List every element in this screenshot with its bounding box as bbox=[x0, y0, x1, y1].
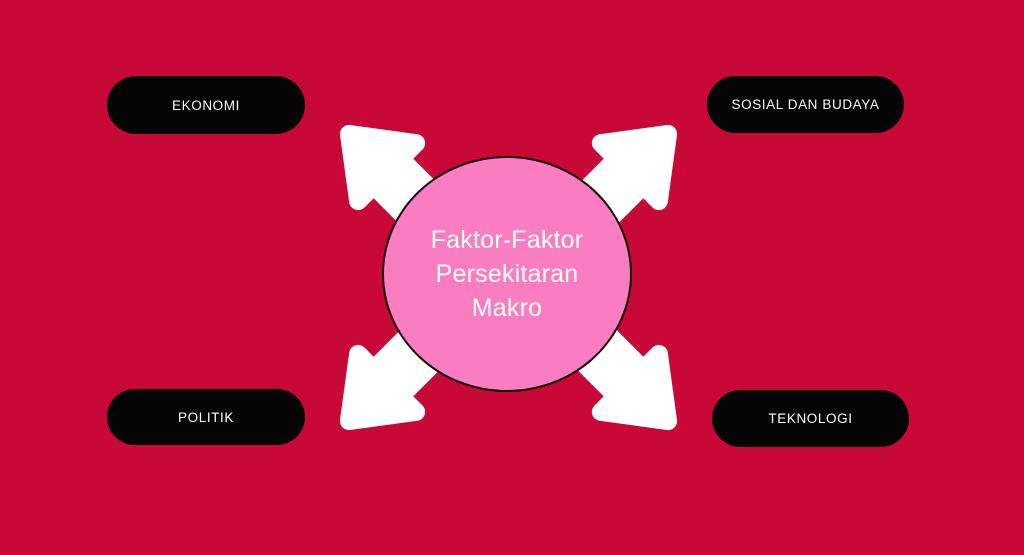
node-sosial-dan-budaya[interactable]: SOSIAL DAN BUDAYA bbox=[707, 76, 904, 133]
center-node: Faktor-Faktor Persekitaran Makro bbox=[382, 156, 632, 392]
node-teknologi-label: TEKNOLOGI bbox=[768, 411, 853, 426]
node-sosial-dan-budaya-label: SOSIAL DAN BUDAYA bbox=[731, 97, 880, 112]
node-politik-label: POLITIK bbox=[178, 409, 234, 425]
node-politik[interactable]: POLITIK bbox=[107, 389, 305, 445]
node-ekonomi-label: EKONOMI bbox=[172, 97, 240, 113]
center-node-label: Faktor-Faktor Persekitaran Makro bbox=[430, 226, 584, 322]
node-ekonomi[interactable]: EKONOMI bbox=[107, 76, 305, 134]
node-teknologi[interactable]: TEKNOLOGI bbox=[712, 390, 909, 447]
